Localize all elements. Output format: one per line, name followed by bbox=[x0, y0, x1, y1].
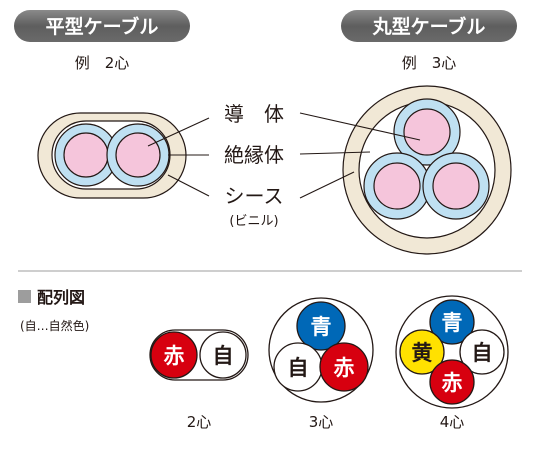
sheath-leader-left bbox=[167, 174, 210, 197]
flat-cable-title-pill: 平型ケーブル bbox=[14, 10, 190, 42]
three-core-caption: 3心 bbox=[309, 413, 334, 431]
insulation-label: 絶縁体 bbox=[224, 143, 284, 167]
two-core-arrangement bbox=[149, 329, 249, 381]
flat-cable-cross-section bbox=[37, 112, 187, 199]
four-core-caption: 4心 bbox=[440, 413, 465, 431]
round-cable-example: 例 3心 bbox=[402, 54, 457, 72]
three-core-red-core bbox=[319, 342, 369, 392]
two-core-caption: 2心 bbox=[187, 413, 212, 431]
two-core-red-label: 赤 bbox=[164, 344, 185, 368]
round-cable-conductor-top bbox=[403, 108, 451, 156]
flat-cable-example: 例 2心 bbox=[75, 54, 130, 72]
three-core-blue-label: 青 bbox=[311, 315, 332, 339]
leader-lines bbox=[147, 112, 421, 199]
three-core-red-label: 赤 bbox=[334, 356, 355, 380]
heading-square-icon bbox=[18, 290, 31, 303]
two-core-natural-core bbox=[199, 331, 247, 379]
round-cable-title-pill: 丸型ケーブル bbox=[341, 10, 517, 42]
four-core-red-core bbox=[429, 359, 475, 405]
sheath-label: シース bbox=[225, 184, 284, 208]
sheath-material-label: (ビニル) bbox=[229, 214, 278, 229]
four-core-blue-label: 青 bbox=[442, 311, 463, 335]
wiring-color-note: (自…自然色) bbox=[20, 318, 89, 333]
three-core-blue-core bbox=[296, 301, 346, 351]
three-core-natural-label: 自 bbox=[288, 356, 309, 380]
four-core-natural-label: 自 bbox=[472, 341, 493, 365]
round-cable-conductor-left bbox=[373, 162, 421, 210]
flat-cable-conductor-right bbox=[115, 132, 161, 178]
four-core-outline bbox=[395, 295, 509, 409]
wiring-heading: 配列図 bbox=[37, 288, 85, 307]
four-core-arrangement bbox=[395, 295, 509, 409]
four-core-red-label: 赤 bbox=[442, 371, 463, 395]
conductor-leader-left bbox=[147, 117, 210, 147]
flat-cable-conductor-left bbox=[63, 132, 109, 178]
conductor-leader-right bbox=[299, 112, 421, 141]
two-core-red-core bbox=[150, 331, 198, 379]
four-core-natural-core bbox=[459, 329, 505, 375]
sheath-leader-right bbox=[299, 171, 355, 199]
three-core-arrangement bbox=[268, 297, 374, 403]
flat-cable-title: 平型ケーブル bbox=[46, 15, 159, 38]
round-cable-cross-section bbox=[342, 85, 512, 255]
insulation-leader-right bbox=[299, 151, 371, 155]
four-core-yellow-core bbox=[399, 329, 445, 375]
four-core-yellow-label: 黄 bbox=[412, 341, 433, 365]
round-cable-conductor-right bbox=[432, 162, 480, 210]
two-core-natural-label: 自 bbox=[213, 344, 234, 368]
round-cable-title: 丸型ケーブル bbox=[372, 15, 486, 38]
four-core-blue-core bbox=[429, 299, 475, 345]
conductor-label: 導 体 bbox=[224, 102, 284, 126]
